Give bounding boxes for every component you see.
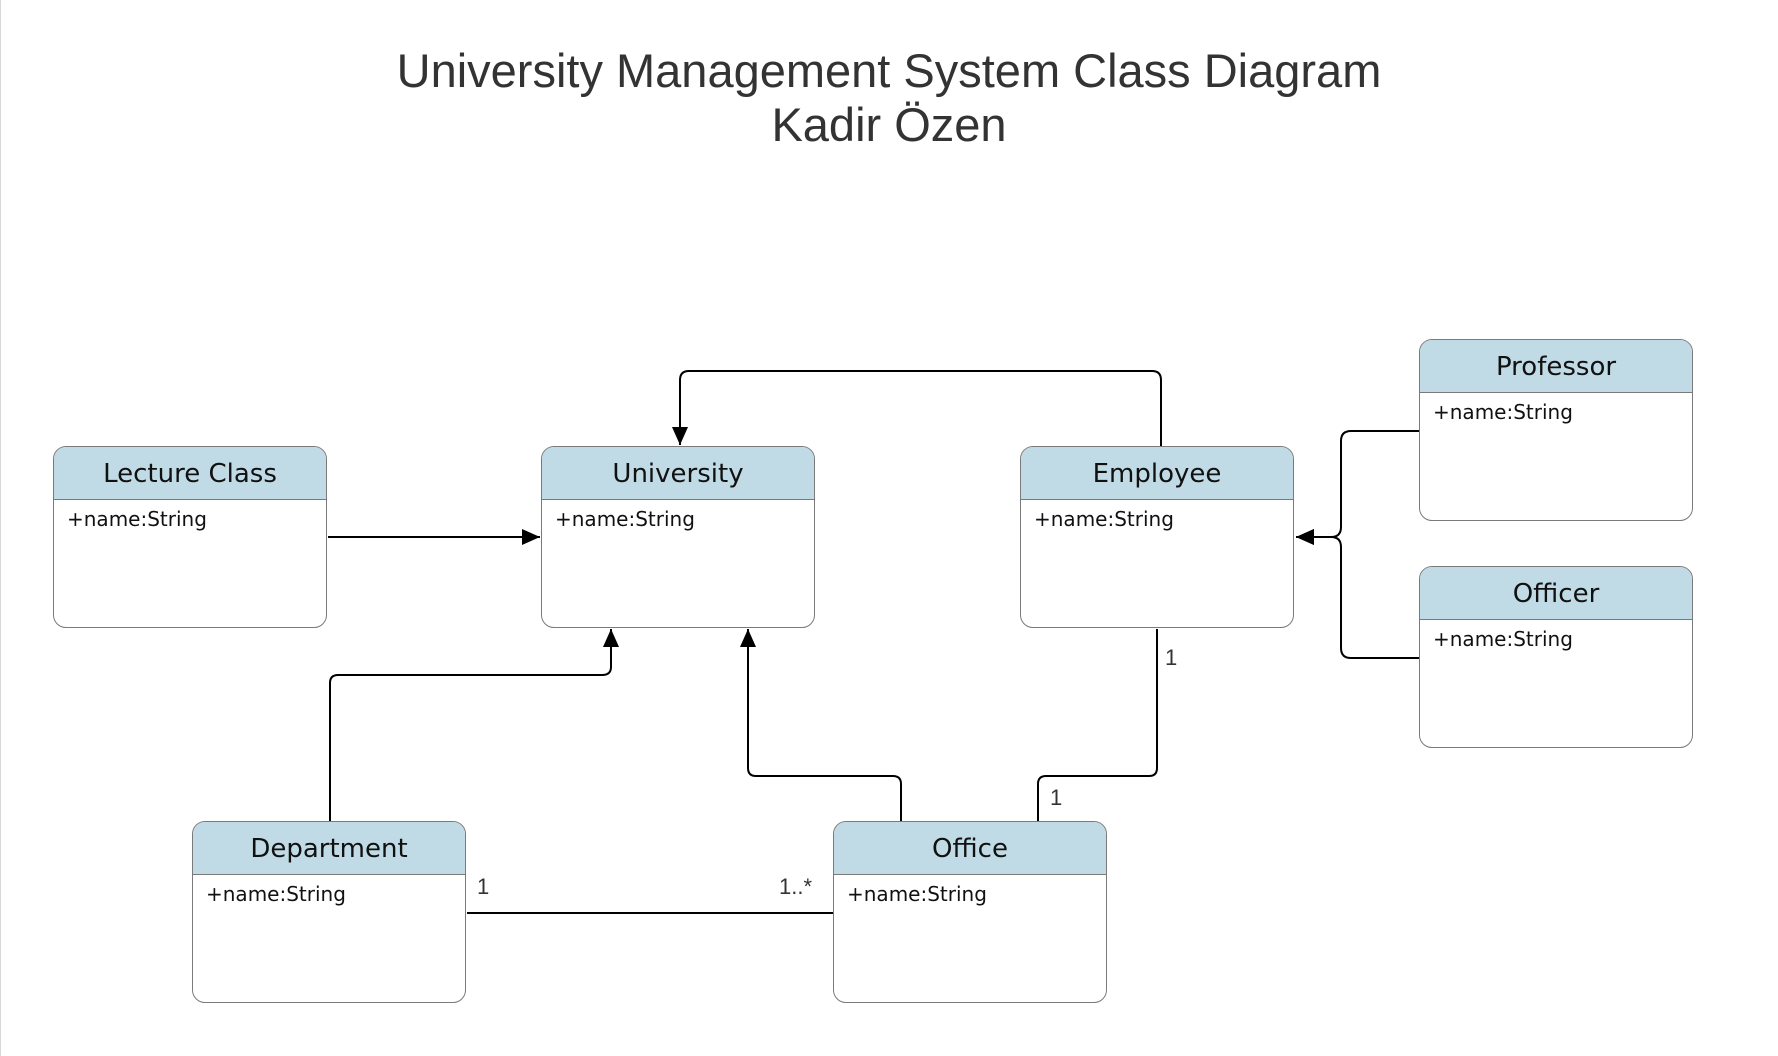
class-lecture-class[interactable]: Lecture Class +name:String [53,446,327,628]
class-name: Department [193,822,465,875]
diagram-author: Kadir Özen [771,98,1007,151]
class-name: Officer [1420,567,1692,620]
class-attribute: +name:String [847,882,987,906]
class-university[interactable]: University +name:String [541,446,815,628]
multiplicity-employee-end: 1 [1165,645,1178,670]
multiplicity-office-employee-end: 1 [1050,785,1063,810]
class-employee[interactable]: Employee +name:String [1020,446,1294,628]
employee-university-association[interactable] [672,370,1162,447]
class-attribute: +name:String [206,882,346,906]
employee-office-association[interactable] [1037,629,1158,821]
class-officer[interactable]: Officer +name:String [1419,566,1693,748]
class-office[interactable]: Office +name:String [833,821,1107,1003]
class-name: Employee [1021,447,1293,500]
class-attribute: +name:String [1433,627,1573,651]
diagram-title-block: University Management System Class Diagr… [0,44,1778,152]
class-attribute: +name:String [67,507,207,531]
canvas-left-border [0,0,1,1056]
class-name: University [542,447,814,500]
office-university-association[interactable] [740,629,902,821]
multiplicity-office-end: 1..* [779,874,813,899]
class-department[interactable]: Department +name:String [192,821,466,1003]
class-professor[interactable]: Professor +name:String [1419,339,1693,521]
class-name: Lecture Class [54,447,326,500]
diagram-title: University Management System Class Diagr… [396,44,1382,97]
class-attribute: +name:String [1433,400,1573,424]
class-name: Office [834,822,1106,875]
class-attribute: +name:String [1034,507,1174,531]
multiplicity-department-end: 1 [477,874,490,899]
officer-employee-generalization[interactable] [1296,529,1419,659]
class-attribute: +name:String [555,507,695,531]
professor-employee-generalization[interactable] [1296,430,1419,545]
class-name: Professor [1420,340,1692,393]
department-university-association[interactable] [329,629,619,821]
